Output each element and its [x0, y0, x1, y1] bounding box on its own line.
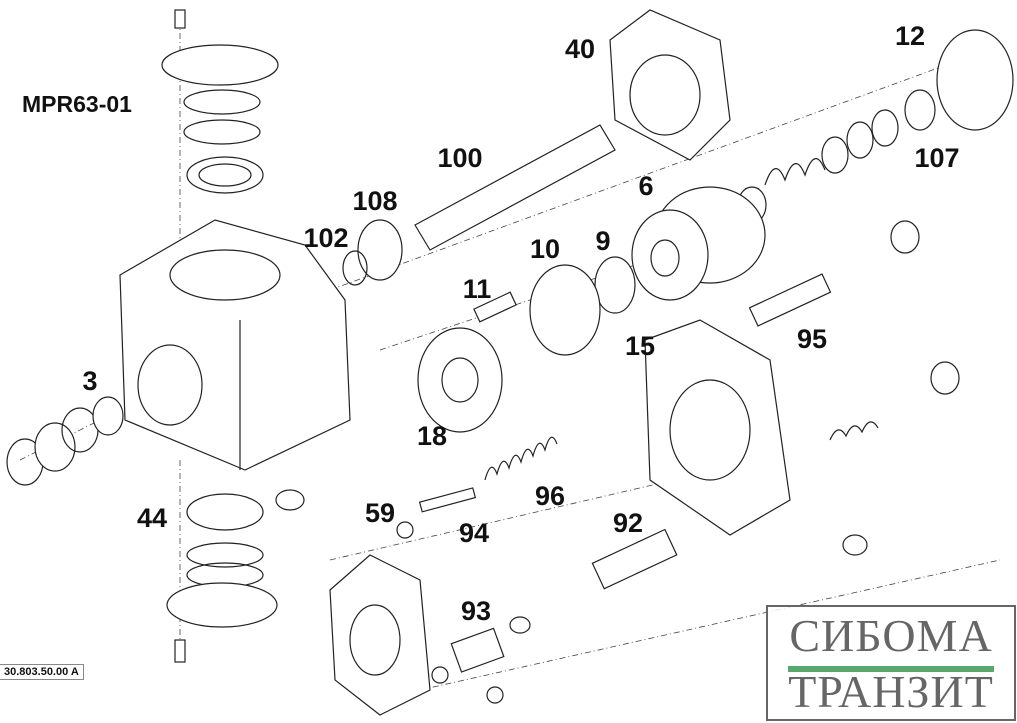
seal-rings-left: [6, 396, 124, 486]
part-label-44: 44: [137, 503, 167, 533]
part-label-59: 59: [365, 498, 395, 528]
company-logo: СИБОМА ТРАНЗИТ: [766, 605, 1016, 721]
logo-line-2: ТРАНЗИТ: [788, 666, 994, 717]
part-label-6: 6: [638, 171, 653, 201]
part-label-40: 40: [565, 34, 595, 64]
part-number-labels: MPR63-01 40 12 100 107 6 108 102 10 9 11…: [22, 21, 960, 626]
part-label-100: 100: [437, 143, 482, 173]
lower-valve-parts: [329, 436, 678, 716]
end-cover-top: [609, 9, 731, 161]
document-number: 30.803.50.00 A: [0, 664, 84, 680]
part-label-95: 95: [797, 324, 827, 354]
part-label-12: 12: [895, 21, 925, 51]
part-label-11: 11: [463, 274, 492, 304]
bottom-cover-assembly: [166, 489, 305, 663]
part-label-3: 3: [82, 366, 97, 396]
part-label-107: 107: [914, 143, 959, 173]
part-label-108: 108: [352, 186, 397, 216]
cylinder-block: [631, 186, 766, 301]
part-label-94: 94: [459, 518, 489, 548]
right-top-rings: [737, 29, 1014, 224]
swash-parts: [417, 256, 636, 433]
part-label-15: 15: [625, 331, 655, 361]
valve-housing: [644, 319, 791, 536]
drive-shaft: [342, 124, 616, 286]
pump-housing: [119, 219, 351, 471]
part-label-9: 9: [595, 226, 610, 256]
part-label-10: 10: [530, 234, 560, 264]
part-label-96: 96: [535, 481, 565, 511]
model-label: MPR63-01: [22, 91, 132, 117]
part-label-93: 93: [461, 596, 491, 626]
part-label-18: 18: [417, 421, 447, 451]
logo-line-1: СИБОМА: [789, 610, 993, 661]
logo-accent-bar: [788, 666, 994, 672]
part-label-102: 102: [303, 223, 348, 253]
top-cover-assembly: [161, 9, 279, 194]
part-label-92: 92: [613, 508, 643, 538]
control-valve-parts: [748, 220, 960, 556]
